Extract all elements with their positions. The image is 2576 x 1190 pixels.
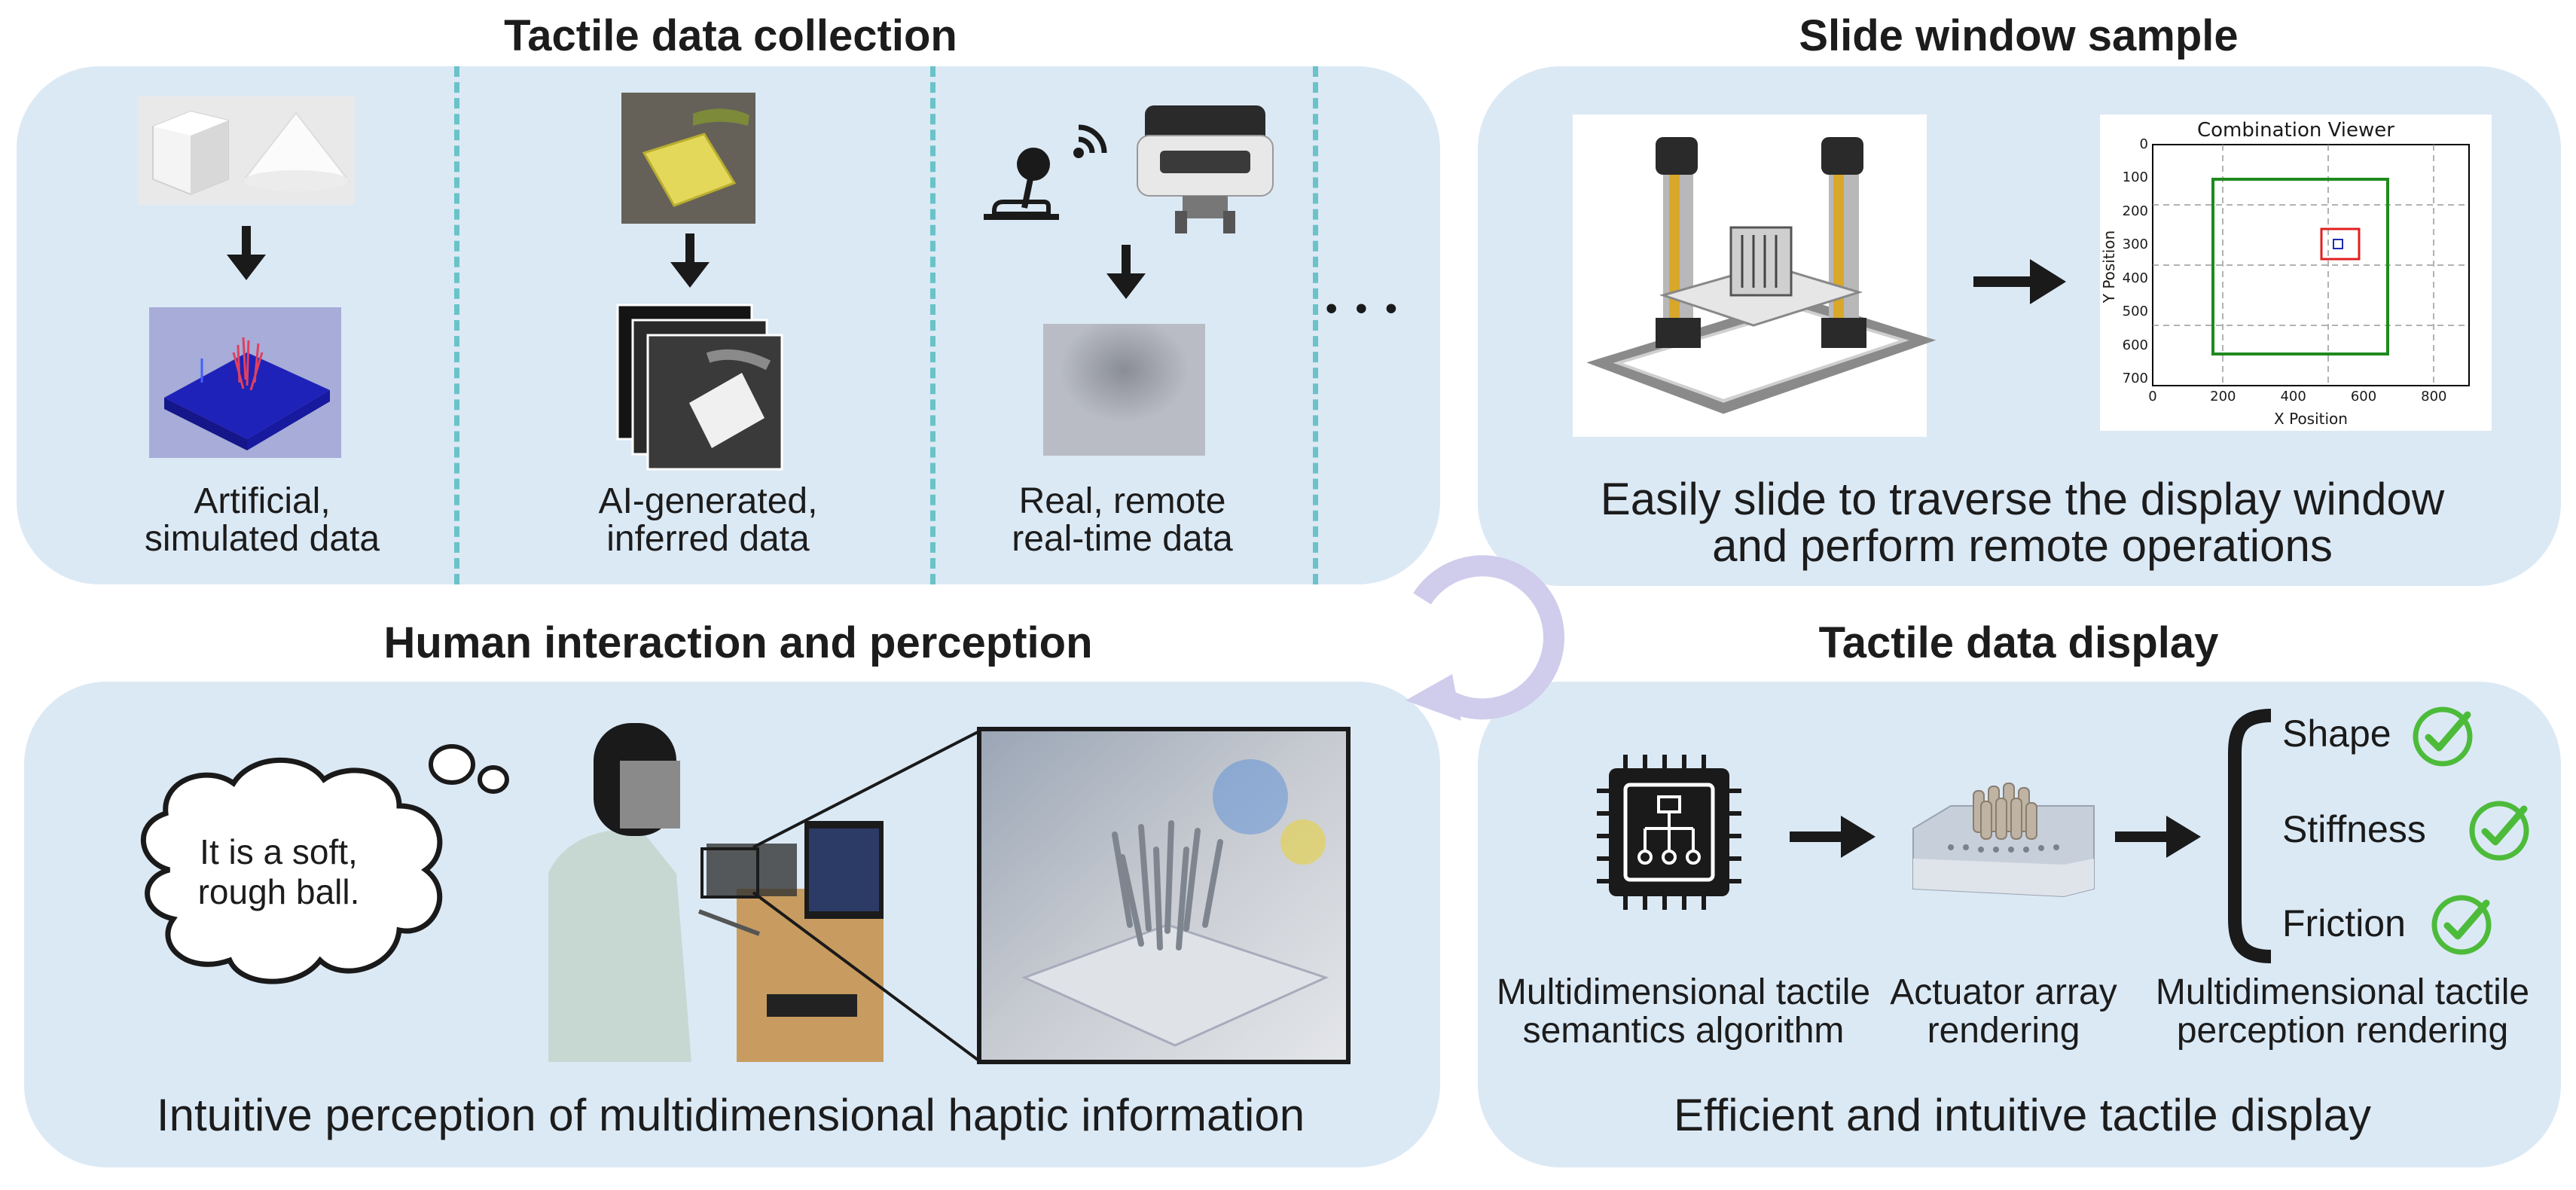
joystick-icon <box>984 148 1059 220</box>
check-icon-stiffness <box>2469 801 2529 861</box>
viewer-xtick: 0 <box>2148 389 2157 404</box>
divider-2 <box>930 66 935 584</box>
step3-line1: Multidimensional tactile <box>2155 972 2530 1012</box>
caption-real-line1: Real, remote <box>1018 481 1226 521</box>
viewer-ytick: 500 <box>2122 304 2148 320</box>
viewer-ytick: 0 <box>2139 136 2148 152</box>
viewer-title: Combination Viewer <box>2197 119 2394 142</box>
wireless-signal-icon <box>1073 124 1107 158</box>
check-icon-shape <box>2413 706 2473 767</box>
arrow-down-1 <box>227 255 266 280</box>
check-label-shape: Shape <box>2282 712 2391 755</box>
divider-3 <box>1313 66 1318 584</box>
actuator-array-image <box>1912 783 2095 898</box>
ellipsis: • • • <box>1326 290 1402 327</box>
title-human-interaction: Human interaction and perception <box>383 618 1093 667</box>
arrow-down-3 <box>1106 273 1146 299</box>
viewer-xtick: 600 <box>2350 389 2377 404</box>
viewer-green-window <box>2211 178 2389 355</box>
viewer-blue-window <box>2333 239 2343 249</box>
arrow-down-2 <box>670 262 710 288</box>
simulation-render-image <box>149 307 341 458</box>
thought-text-line2: rough ball. <box>197 872 360 911</box>
step1-line2: semantics algorithm <box>1522 1011 1845 1051</box>
arrow-down-1-shaft <box>242 226 251 256</box>
cube-cone-image <box>138 96 355 205</box>
actuator-closeup-photo <box>977 727 1351 1064</box>
panel-tactile-data-display <box>1478 682 2561 1167</box>
bracket <box>2228 709 2272 963</box>
check-label-stiffness: Stiffness <box>2282 808 2426 850</box>
display-arrow2-shaft <box>2115 831 2169 842</box>
human-caption: Intuitive perception of multidimensional… <box>156 1090 1305 1140</box>
check-label-friction: Friction <box>2282 902 2406 944</box>
zoom-lines <box>752 729 982 1063</box>
step2-line2: rendering <box>1927 1011 2080 1051</box>
step3-line2: perception rendering <box>2176 1011 2509 1051</box>
title-tactile-data-collection: Tactile data collection <box>504 11 957 60</box>
caption-simulated-line1: Artificial, <box>194 481 331 521</box>
viewer-ylabel: Y Position <box>2100 230 2118 304</box>
person-at-station-photo <box>548 723 884 1062</box>
slide-arrow-head <box>2030 259 2066 304</box>
viewer-ytick: 400 <box>2122 270 2148 286</box>
divider-1 <box>454 66 459 584</box>
cycle-arrow-icon <box>1406 555 1564 721</box>
caption-ai-line1: AI-generated, <box>598 481 818 521</box>
step2-line1: Actuator array <box>1890 972 2117 1012</box>
sponge-photo <box>621 93 755 224</box>
zoom-box <box>700 847 759 899</box>
viewer-ytick: 200 <box>2122 203 2148 219</box>
real-tactile-image <box>1043 324 1205 456</box>
caption-simulated-line2: simulated data <box>144 519 380 559</box>
viewer-xtick: 200 <box>2210 389 2236 404</box>
slide-caption-line1: Easily slide to traverse the display win… <box>1600 474 2445 524</box>
viewer-ytick: 700 <box>2122 371 2148 387</box>
display-arrow2-head <box>2166 816 2201 858</box>
robot-gripper-image <box>1137 105 1274 233</box>
display-caption: Efficient and intuitive tactile display <box>1673 1090 2372 1140</box>
slide-arrow-shaft <box>1973 276 2034 287</box>
caption-real-line2: real-time data <box>1012 519 1233 559</box>
viewer-red-window <box>2320 227 2361 261</box>
viewer-xlabel: X Position <box>2274 410 2348 428</box>
viewer-xtick: 400 <box>2280 389 2306 404</box>
arrow-down-2-shaft <box>685 233 694 264</box>
viewer-ytick: 300 <box>2122 236 2148 253</box>
viewer-ytick: 600 <box>2122 337 2148 353</box>
caption-ai-line2: inferred data <box>606 519 810 559</box>
ai-generated-tactile-stack <box>616 304 783 471</box>
chip-algorithm-icon <box>1597 755 1741 910</box>
combination-viewer: Combination Viewer 0 200 400 600 800 0 100 200… <box>2100 114 2492 431</box>
thought-cloud <box>141 744 509 984</box>
viewer-plot <box>2152 144 2470 386</box>
check-icon-friction <box>2431 895 2492 955</box>
step1-line1: Multidimensional tactile <box>1496 972 1871 1012</box>
viewer-ytick: 100 <box>2122 169 2148 186</box>
viewer-xtick: 800 <box>2421 389 2447 404</box>
slide-caption-line2: and perform remote operations <box>1712 520 2333 571</box>
display-arrow1-head <box>1841 816 1876 858</box>
display-arrow1-shaft <box>1790 831 1844 842</box>
gantry-device-image <box>1573 114 1937 437</box>
title-tactile-data-display: Tactile data display <box>1818 618 2219 667</box>
title-slide-window-sample: Slide window sample <box>1799 11 2239 60</box>
arrow-down-3-shaft <box>1122 245 1131 275</box>
thought-text-line1: It is a soft, <box>200 832 358 871</box>
